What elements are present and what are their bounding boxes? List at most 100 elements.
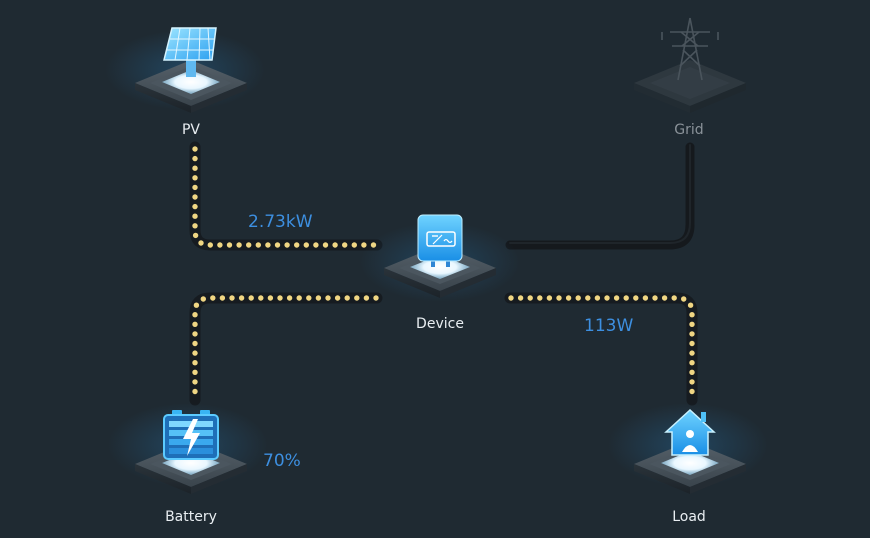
load-flow-dot — [681, 296, 687, 302]
battery-flow-dot — [210, 295, 216, 301]
battery-node[interactable] — [108, 403, 268, 494]
device-node[interactable] — [360, 214, 520, 302]
pv-flow-dot — [192, 232, 199, 239]
pv-flow-dot — [255, 242, 261, 248]
load-flow-dot — [689, 388, 695, 395]
battery-flow-dot — [373, 295, 379, 301]
load-flow-dot — [689, 360, 695, 366]
pv-flow-dot — [198, 240, 204, 246]
load-flow-dot — [508, 295, 514, 301]
pv-power-value: 2.73kW — [248, 212, 313, 232]
battery-flow-dot — [363, 295, 370, 301]
battery-flow-dot — [238, 295, 245, 301]
load-flow-dot — [689, 331, 695, 337]
inverter-icon — [417, 214, 463, 267]
battery-flow-dot — [192, 321, 198, 327]
pv-flow-dot — [192, 146, 198, 152]
load-flow-dot — [546, 295, 553, 301]
load-flow-dot — [689, 312, 695, 318]
pv-flow-dot — [192, 184, 198, 191]
grid-label: Grid — [674, 122, 704, 138]
load-flow-dot — [633, 295, 639, 301]
pv-flow-dot — [332, 242, 338, 248]
device-label: Device — [416, 316, 464, 332]
battery-icon — [163, 410, 219, 460]
pv-flow-dot — [192, 223, 198, 229]
load-flow-dot — [556, 295, 562, 301]
pv-flow-dot — [313, 242, 319, 248]
battery-soc-value: 70% — [263, 451, 301, 471]
load-flow-dot — [594, 295, 601, 301]
pv-flow-dot — [351, 242, 357, 248]
battery-flow-dot — [192, 379, 198, 385]
load-flow-dot — [689, 350, 695, 356]
battery-flow-dot — [229, 295, 235, 301]
load-flow-dot — [689, 340, 695, 347]
battery-flow-dot — [193, 302, 200, 308]
pv-flow-dot — [192, 203, 198, 210]
battery-flow-dot — [286, 295, 293, 301]
pv-flow-dot — [342, 242, 348, 248]
battery-flow-dot — [192, 312, 198, 318]
pv-flow-dot — [192, 194, 198, 200]
battery-flow-dot — [192, 340, 198, 347]
load-flow-dot — [652, 295, 658, 301]
load-flow-dot — [689, 321, 695, 327]
pv-flow-dot — [322, 242, 329, 248]
load-flow-dot — [689, 379, 695, 385]
battery-flow-dot — [192, 331, 198, 337]
battery-flow-dot — [192, 388, 198, 395]
load-flow-dot — [623, 295, 629, 301]
load-flow-dot — [537, 295, 543, 301]
battery-flow-dot — [325, 295, 331, 301]
pv-flow-dot — [217, 242, 223, 248]
load-flow-dot — [565, 295, 572, 301]
load-flow-dot — [689, 369, 695, 375]
load-flow-dot — [585, 295, 591, 301]
load-flow-dot — [671, 295, 677, 301]
transmission-tower-icon — [661, 17, 719, 81]
pv-flow-dot — [361, 242, 367, 248]
load-flow-dot — [613, 295, 620, 301]
flow-dots — [192, 146, 695, 395]
solar-panel-icon — [163, 27, 217, 77]
pv-flow-dot — [192, 175, 198, 181]
battery-flow-dot — [354, 295, 360, 301]
load-flow-dot — [661, 295, 668, 301]
grid-node[interactable] — [634, 17, 746, 113]
pv-flow-dot — [226, 242, 233, 248]
load-flow-track — [504, 292, 698, 406]
battery-flow-dot — [267, 295, 274, 301]
battery-flow-dot — [192, 369, 198, 375]
pv-flow-dot — [236, 242, 242, 248]
battery-flow-dot — [248, 295, 254, 301]
battery-flow-dot — [306, 295, 312, 301]
battery-flow-dot — [344, 295, 350, 301]
battery-flow-dot — [200, 296, 206, 302]
pv-node[interactable] — [105, 27, 265, 113]
load-power-value: 113W — [584, 316, 634, 336]
pv-flow-dot — [246, 242, 252, 248]
battery-flow-dot — [219, 295, 226, 301]
battery-flow-dot — [296, 295, 302, 301]
load-flow-dot — [527, 295, 533, 301]
battery-flow-dot — [334, 295, 341, 301]
load-flow-dot — [642, 295, 649, 301]
load-flow-dot — [575, 295, 581, 301]
load-node[interactable] — [608, 403, 768, 494]
load-flow-dot — [517, 295, 524, 301]
pv-flow-dot — [265, 242, 271, 248]
battery-flow-dot — [315, 295, 322, 301]
battery-flow-dot — [277, 295, 283, 301]
pv-flow-dot — [274, 242, 281, 248]
battery-flow-track — [189, 292, 383, 406]
load-flow-dot — [604, 295, 610, 301]
battery-flow-dot — [192, 360, 198, 366]
house-icon — [664, 408, 716, 456]
pv-flow-dot — [192, 213, 198, 219]
pv-flow-dot — [303, 242, 309, 248]
grid-flow-line — [505, 142, 695, 250]
pv-flow-dot — [192, 155, 198, 162]
